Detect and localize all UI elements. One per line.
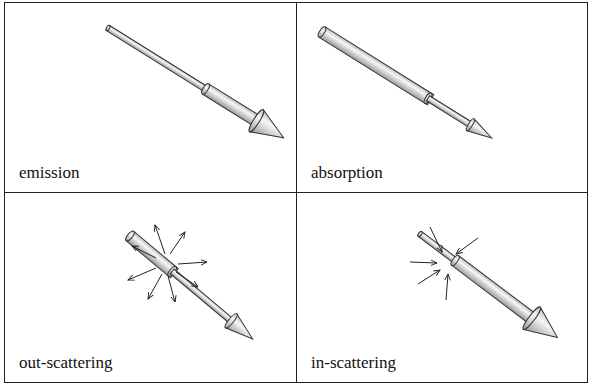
- scatter-arrows: [128, 225, 478, 302]
- emission-ray: [100, 16, 291, 149]
- out-scattering-ray: [122, 227, 258, 345]
- panel-label: in-scattering: [309, 353, 398, 373]
- panel: emission: [4, 2, 297, 193]
- panel-label: absorption: [309, 163, 385, 183]
- absorption-ray: [316, 25, 495, 144]
- panel: absorption: [296, 2, 588, 193]
- in-scattering-ray: [410, 222, 565, 349]
- panel-label: emission: [17, 163, 81, 183]
- panel: out-scattering: [4, 192, 297, 383]
- panel: in-scattering: [296, 192, 588, 383]
- panel-label: out-scattering: [17, 353, 114, 373]
